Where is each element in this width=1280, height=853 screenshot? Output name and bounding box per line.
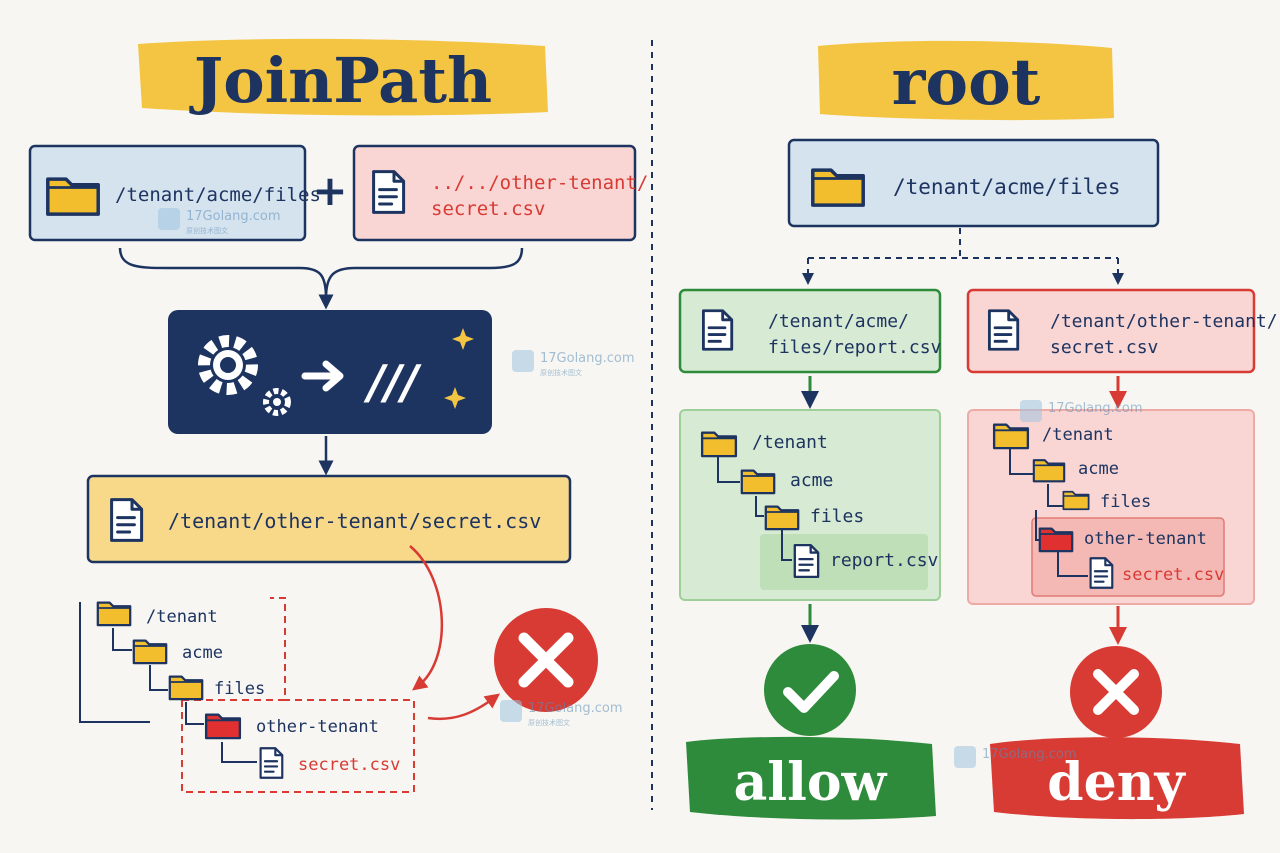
document-icon [109, 497, 144, 543]
watermark: 17Golang.com 原创技术图文 [158, 208, 281, 235]
allowed-path-line1: /tenant/acme/ [768, 311, 909, 332]
process-box: /// [168, 310, 492, 434]
base-path-text: /tenant/acme/files [115, 184, 321, 206]
tree-files: files [214, 679, 265, 699]
arrow-right-icon [301, 360, 344, 392]
allowed-path-line2: files/report.csv [768, 337, 941, 358]
deny-label-text: deny [1047, 752, 1186, 813]
denied-path-line2: secret.csv [1050, 337, 1158, 358]
allowed-path-box: /tenant/acme/ files/report.csv [678, 288, 941, 374]
base-path-box: /tenant/acme/files [28, 144, 321, 242]
allow-tree-files: files [810, 506, 864, 527]
tree-secret: secret.csv [298, 755, 400, 775]
input-path-box: ../../other-tenant/ secret.csv [352, 144, 648, 242]
watermark-text: 17Golang.com [528, 701, 623, 716]
folder-icon [132, 639, 168, 665]
plus-sign: + [312, 166, 347, 215]
deny-tree-acme: acme [1078, 459, 1119, 479]
process-slashes: /// [363, 355, 422, 409]
folder-icon [96, 601, 132, 627]
folder-icon [740, 469, 776, 495]
folder-icon [764, 505, 800, 531]
watermark-sub: 原创技术图文 [540, 368, 582, 377]
check-icon [764, 644, 856, 736]
watermark: 17Golang.com [954, 746, 1077, 768]
right-title: root [818, 40, 1114, 121]
watermark-text: 17Golang.com [540, 351, 635, 366]
result-path-box: /tenant/other-tenant/secret.csv [86, 474, 572, 564]
denied-path-line1: /tenant/other-tenant/ [1050, 311, 1278, 332]
deny-tree-files: files [1100, 492, 1151, 512]
deny-tree-other-tenant: other-tenant [1084, 529, 1207, 549]
left-title: JoinPath [138, 38, 548, 117]
allow-tree-acme: acme [790, 470, 833, 491]
document-icon [793, 543, 820, 579]
root-path-box: /tenant/acme/files [787, 138, 1160, 228]
deny-tree-panel: /tenant acme files other-tenant secret.c… [967, 409, 1255, 605]
allow-label: allow [686, 736, 936, 820]
error-x-icon [494, 608, 598, 712]
deny-tree-secret: secret.csv [1122, 565, 1224, 585]
deny-label: deny [990, 737, 1244, 820]
document-icon [701, 308, 734, 352]
tree-acme: acme [182, 643, 223, 663]
merge-bracket [118, 247, 524, 299]
allow-tree-report: report.csv [830, 550, 938, 571]
allow-tree-tenant: /tenant [752, 432, 828, 453]
watermark-sub: 原创技术图文 [528, 718, 570, 727]
tree-other-tenant: other-tenant [256, 717, 379, 737]
left-tree: /tenant acme files other-tenant secret.c… [79, 597, 415, 793]
folder-red-icon [204, 713, 242, 740]
reject-arrow [427, 693, 501, 721]
document-icon [259, 747, 284, 779]
document-icon [371, 169, 406, 215]
traversal-arrow [409, 545, 443, 691]
document-icon [1089, 557, 1114, 589]
watermark: 17Golang.com [1020, 400, 1143, 422]
folder-icon [46, 177, 100, 216]
allow-tree-panel: /tenant acme files report.csv [679, 409, 941, 601]
tree-tenant: /tenant [146, 607, 218, 627]
right-title-text: root [892, 45, 1041, 120]
folder-icon [1032, 459, 1066, 483]
watermark-text: 17Golang.com [186, 209, 281, 224]
deny-x-icon [1070, 646, 1162, 738]
allow-label-text: allow [734, 752, 888, 813]
left-title-text: JoinPath [189, 44, 492, 117]
watermark: 17Golang.com 原创技术图文 [500, 700, 623, 727]
input-path-line1: ../../other-tenant/ [431, 172, 648, 194]
folder-icon [1062, 490, 1090, 511]
watermark: 17Golang.com 原创技术图文 [512, 350, 635, 377]
watermark-text: 17Golang.com [982, 747, 1077, 762]
folder-icon [811, 168, 865, 207]
folder-icon [168, 675, 204, 701]
result-path-text: /tenant/other-tenant/secret.csv [168, 509, 541, 533]
deny-tree-tenant: /tenant [1042, 425, 1114, 445]
gear-icon [198, 335, 291, 416]
root-path-text: /tenant/acme/files [893, 175, 1121, 199]
folder-icon [992, 423, 1030, 450]
watermark-sub: 原创技术图文 [186, 226, 228, 235]
folder-red-icon [1038, 527, 1074, 553]
folder-icon [700, 431, 738, 458]
branch-lines [808, 228, 1118, 259]
denied-path-box: /tenant/other-tenant/ secret.csv [966, 288, 1278, 374]
watermark-text: 17Golang.com [1048, 401, 1143, 416]
input-path-line2: secret.csv [431, 198, 545, 220]
document-icon [987, 308, 1020, 352]
